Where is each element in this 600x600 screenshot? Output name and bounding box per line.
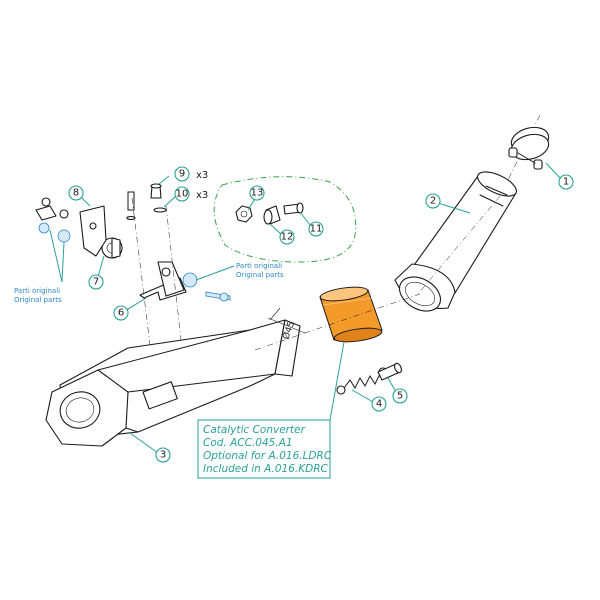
qty-part-10: x3 xyxy=(196,190,208,201)
original-parts-left-en: Original parts xyxy=(14,296,62,304)
svg-text:5: 5 xyxy=(397,391,403,402)
callout-12: 12 xyxy=(279,229,295,245)
part-6-bracket xyxy=(131,197,187,346)
svg-text:3: 3 xyxy=(160,450,166,461)
part-3-silencer: akra xyxy=(45,293,421,447)
original-parts-right: Parti originali Original parts xyxy=(182,262,284,302)
part-10-washer xyxy=(126,191,167,221)
callout-11: 11 xyxy=(308,221,324,237)
svg-text:1: 1 xyxy=(563,177,569,188)
callout-3: 3 xyxy=(155,447,171,463)
svg-text:4: 4 xyxy=(376,399,382,410)
svg-text:10: 10 xyxy=(176,189,189,200)
original-parts-right-it: Parti originali xyxy=(236,262,282,270)
note-line-4: Included in A.016.KDRC xyxy=(203,463,328,475)
part-2-link-pipe xyxy=(394,171,517,312)
callout-2: 2 xyxy=(425,193,441,209)
callout-1: 1 xyxy=(558,174,574,190)
svg-text:6: 6 xyxy=(118,308,124,319)
svg-text:13: 13 xyxy=(251,188,264,199)
original-parts-right-en: Original parts xyxy=(236,271,284,279)
note-line-1: Catalytic Converter xyxy=(203,424,306,436)
callout-8: 8 xyxy=(68,185,84,201)
svg-text:7: 7 xyxy=(93,277,99,288)
part-1-clamp xyxy=(499,114,550,197)
part-9-bushing xyxy=(150,183,162,199)
svg-text:12: 12 xyxy=(281,232,294,243)
original-parts-left-it: Parti originali xyxy=(14,287,60,295)
callout-10: 10 x3 xyxy=(174,186,208,202)
note-line-2: Cod. ACC.045.A1 xyxy=(203,437,293,449)
callout-6: 6 xyxy=(113,305,129,321)
part-8-hanger xyxy=(35,197,107,257)
callout-13: 13 xyxy=(249,185,265,201)
callout-4: 4 xyxy=(371,396,387,412)
callout-9: 9 x3 xyxy=(174,166,208,182)
svg-text:11: 11 xyxy=(310,224,323,235)
original-parts-left: Parti originali Original parts xyxy=(14,222,71,304)
part-7-rubber xyxy=(101,237,123,259)
callout-5: 5 xyxy=(392,388,408,404)
svg-text:9: 9 xyxy=(179,169,185,180)
catalytic-converter xyxy=(319,286,383,343)
note-line-3: Optional for A.016.LDRC xyxy=(203,450,332,462)
svg-text:8: 8 xyxy=(73,188,79,199)
hardware-group-11-13 xyxy=(213,176,357,263)
svg-text:2: 2 xyxy=(430,196,436,207)
callout-7: 7 xyxy=(88,274,104,290)
qty-part-9: x3 xyxy=(196,170,208,181)
part-5-spacer xyxy=(377,362,402,381)
catalytic-converter-note: Catalytic Converter Cod. ACC.045.A1 Opti… xyxy=(197,419,332,479)
